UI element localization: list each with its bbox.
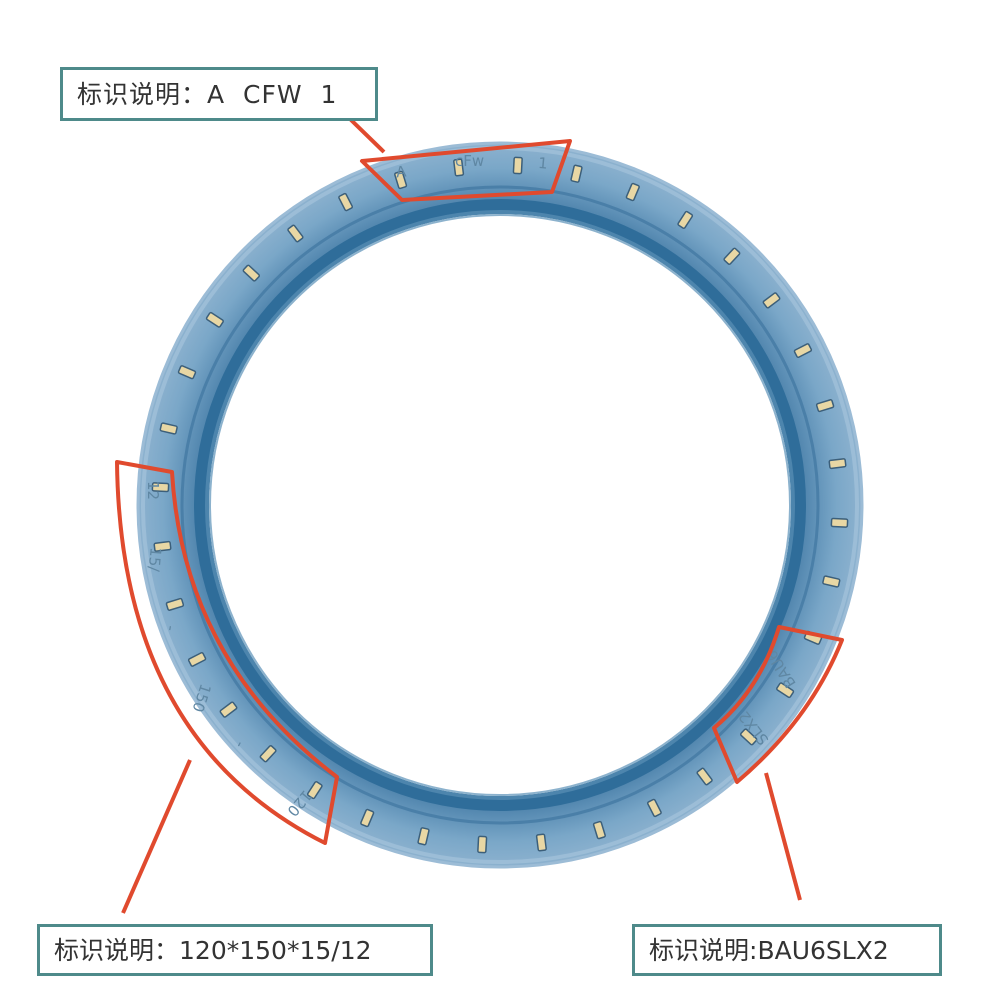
ring-groove [180, 185, 820, 825]
spring-tab [259, 744, 277, 763]
ring-mark-dash1: - [162, 624, 181, 632]
highlight-left-marking [115, 460, 339, 845]
spring-tab [592, 820, 606, 840]
spring-tab [287, 224, 304, 243]
spring-tab [394, 170, 408, 190]
spring-tab [535, 833, 547, 852]
label-left-value: 120*150*15/12 [179, 935, 372, 965]
ring-mark-a: A [395, 162, 408, 181]
spring-tab [306, 781, 323, 800]
callout-label-top: 标识说明：A CFW 1 [60, 67, 378, 121]
highlight-callouts [115, 115, 844, 914]
ring-mark-12: 12 [144, 481, 162, 500]
leader-line-left [121, 759, 192, 914]
spring-tab [153, 540, 172, 552]
ring-inner-edge [209, 214, 791, 796]
spring-tab [512, 156, 523, 175]
spring-tab [762, 292, 781, 309]
spring-tab [477, 835, 488, 854]
spring-tab [828, 458, 847, 470]
label-top-value: A CFW 1 [207, 79, 338, 109]
spring-tab [815, 399, 835, 413]
highlight-top-marking [360, 139, 572, 202]
spring-tab [822, 575, 841, 588]
spring-tabs [151, 156, 849, 854]
spring-tab [453, 158, 465, 177]
spring-tab [360, 808, 375, 828]
spring-tab [793, 343, 813, 359]
spring-tab [696, 767, 713, 786]
spring-tab [417, 827, 430, 846]
spring-tab [646, 798, 662, 818]
spring-tab [739, 728, 758, 746]
spring-tab [723, 247, 741, 266]
spring-tab [338, 192, 354, 212]
spring-tab [830, 517, 849, 528]
ring-mark-cfw: cFw [455, 152, 484, 170]
spring-tab [159, 422, 178, 435]
callout-label-left: 标识说明：120*150*15/12 [37, 924, 433, 976]
spring-tab [219, 701, 238, 718]
seal-ring [136, 141, 864, 869]
label-right-value: BAU6SLX2 [757, 935, 889, 965]
label-left-colon: ： [154, 935, 180, 965]
label-right-colon: : [749, 935, 758, 965]
spring-tab [625, 182, 640, 202]
label-top-colon: ： [181, 79, 208, 109]
leader-line-top [346, 115, 386, 154]
highlight-right-marking [712, 625, 844, 784]
spring-tab [187, 651, 207, 667]
leader-line-right [764, 772, 802, 901]
spring-tab [242, 264, 261, 282]
label-right-prefix: 标识说明 [649, 935, 750, 965]
ring-mark-1: 1 [537, 154, 548, 173]
spring-tab [165, 597, 185, 611]
ring-lip [194, 199, 806, 811]
label-left-prefix: 标识说明 [54, 935, 155, 965]
ring-mark-15: 15/ [145, 547, 165, 574]
spring-tab [177, 365, 197, 380]
spring-tab [570, 164, 583, 183]
spring-tab [677, 210, 694, 229]
spring-tab [205, 311, 224, 328]
callout-label-right: 标识说明:BAU6SLX2 [632, 924, 942, 976]
ring-lip-inner [205, 210, 795, 800]
label-top-prefix: 标识说明 [77, 79, 182, 109]
spring-tab [776, 682, 795, 699]
spring-tab [151, 482, 170, 493]
ring-outer-body [137, 142, 863, 868]
ring-outer-rim [136, 141, 864, 869]
